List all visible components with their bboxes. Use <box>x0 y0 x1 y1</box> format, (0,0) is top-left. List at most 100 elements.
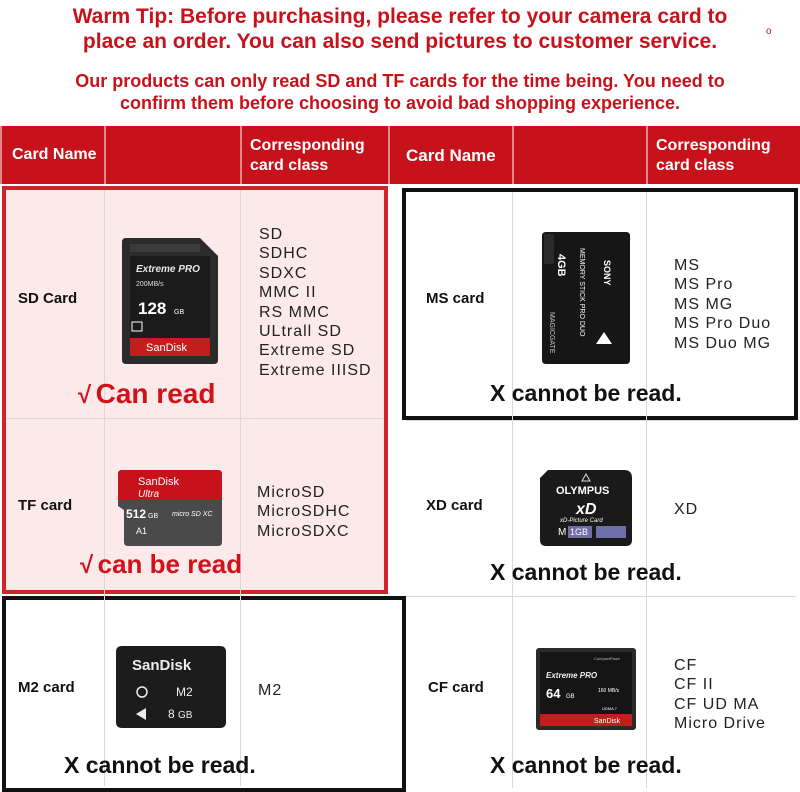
tf-card-classes: MicroSD MicroSDHC MicroSDXC <box>257 483 350 541</box>
cf-card-speed: 160 MB/s <box>598 688 620 694</box>
class-item: MS MG <box>674 295 734 313</box>
sd-status-text: Can read <box>95 378 216 409</box>
grid-line <box>406 596 796 597</box>
decorative-dot: o <box>766 26 772 37</box>
cf-card-classes: CF CF II CF UD MA Micro Drive <box>674 656 766 734</box>
class-item: MicroSD <box>257 484 326 501</box>
class-item: M2 <box>258 682 283 699</box>
class-item: CF II <box>674 676 714 694</box>
class-item: RS MMC <box>259 303 330 321</box>
xd-card-brand: OLYMPUS <box>556 485 609 497</box>
xd-status: X cannot be read. <box>490 559 682 585</box>
tf-card-image: SanDisk Ultra 512 GB micro SD XC A1 <box>118 470 222 546</box>
class-item: MicroSDXC <box>257 522 350 540</box>
class-item: CF UD MA <box>674 695 760 713</box>
class-item: SD <box>259 226 284 243</box>
sd-card-classes: SD SDHC SDXC MMC II RS MMC ULtrall SD Ex… <box>259 225 372 380</box>
ms-card-classes: MS MS Pro MS MG MS Pro Duo MS Duo MG <box>674 256 771 353</box>
header-image-left <box>104 126 240 184</box>
class-item: CF <box>674 657 698 674</box>
xd-card-classes: XD <box>674 500 698 519</box>
ms-status: X cannot be read. <box>490 380 682 406</box>
grid-line <box>406 420 796 421</box>
xd-card-type: xD-Picture Card <box>559 518 603 524</box>
ms-card-capacity: 4GB <box>555 254 567 277</box>
xd-card-name: XD card <box>426 497 483 514</box>
ms-card-type: MEMORY STICK PRO DUO <box>578 248 585 337</box>
grid-line <box>512 192 513 788</box>
tf-status-text: can be read <box>97 549 243 579</box>
header-image-right <box>512 126 646 184</box>
class-item: MS Pro Duo <box>674 315 772 333</box>
class-item: MS <box>674 257 700 274</box>
grid-line <box>6 418 384 419</box>
m2-card-type: M2 <box>176 685 193 699</box>
cf-card-line: Extreme PRO <box>546 671 598 680</box>
ms-card-brand: SONY <box>602 260 612 286</box>
cf-card-image: CompactFlash Extreme PRO 64 GB 160 MB/s … <box>536 648 636 730</box>
class-item: ULtrall SD <box>259 323 342 341</box>
header-card-name-left: Card Name <box>0 126 104 184</box>
ms-box <box>402 188 798 420</box>
class-item: Extreme IIISD <box>259 361 372 379</box>
grid-line <box>646 192 647 788</box>
class-item: Extreme SD <box>259 342 356 360</box>
class-item: XD <box>674 501 699 518</box>
grid-line <box>104 190 105 786</box>
tf-card-logo: micro SD XC <box>172 511 213 518</box>
arrow-left-icon <box>136 708 146 720</box>
check-icon: √ <box>80 552 94 579</box>
memory-stick-logo-icon <box>136 686 148 698</box>
sd-card-brand: SanDisk <box>146 342 187 354</box>
m2-card-brand: SanDisk <box>132 657 192 674</box>
sd-card-speed: 200MB/s <box>136 281 164 288</box>
triangle-icon <box>581 472 591 482</box>
cf-card-flash: CompactFlash <box>594 656 620 661</box>
sd-card-image: Extreme PRO 200MB/s 128 GB SanDisk <box>122 238 218 364</box>
tf-card-line: Ultra <box>138 489 160 500</box>
xd-card-model: M <box>558 527 566 538</box>
class-item: SDXC <box>259 264 308 282</box>
ms-card-name: MS card <box>426 290 485 307</box>
sd-card-line: Extreme PRO <box>136 264 200 275</box>
tf-status: √ can be read <box>80 549 242 580</box>
class-item: MS Duo MG <box>674 334 772 352</box>
grid-line <box>240 190 241 786</box>
cf-card-name: CF card <box>428 679 484 696</box>
xd-card-capacity: 1GB <box>570 527 588 537</box>
class-item: SDHC <box>259 245 309 263</box>
tf-card-unit: GB <box>148 513 158 520</box>
class-item: MicroSDHC <box>257 503 351 521</box>
read-notice-line-2: confirm them before choosing to avoid ba… <box>119 93 681 113</box>
class-item: MS Pro <box>674 276 734 294</box>
warm-tip-line-2: place an order. You can also send pictur… <box>82 30 718 53</box>
tf-card-class: A1 <box>136 526 147 536</box>
xd-card-image: OLYMPUS xD xD-Picture Card M 1GB <box>540 470 632 546</box>
read-notice: Our products can only read SD and TF car… <box>0 70 800 114</box>
cf-card-brand: SanDisk <box>594 718 621 725</box>
m2-status: X cannot be read. <box>64 752 256 778</box>
tf-card-capacity: 512 <box>126 507 146 521</box>
sd-card-name: SD Card <box>18 290 78 307</box>
m2-card-classes: M2 <box>258 681 282 700</box>
warm-tip-line-1: Warm Tip: Before purchasing, please refe… <box>72 5 728 28</box>
check-icon: √ <box>78 382 92 409</box>
ms-card-image: 4GB MEMORY STICK PRO DUO SONY MAGICGATE <box>542 232 630 364</box>
cf-card-udma: UDMA 7 <box>602 706 618 711</box>
cf-status: X cannot be read. <box>490 752 682 778</box>
class-item: Micro Drive <box>674 715 766 733</box>
tf-card-name: TF card <box>18 497 73 514</box>
magicgate-icon <box>596 332 612 344</box>
m2-card-capacity: 8 <box>168 707 175 721</box>
m2-card-unit: GB <box>178 710 193 721</box>
m2-card-image: SanDisk M2 8 GB <box>116 646 226 728</box>
warm-tip: Warm Tip: Before purchasing, please refe… <box>0 4 800 54</box>
sd-status: √ Can read <box>78 378 215 410</box>
class-item: MMC II <box>259 284 317 302</box>
ms-card-gate: MAGICGATE <box>548 312 555 354</box>
m2-card-name: M2 card <box>18 679 75 696</box>
read-notice-line-1: Our products can only read SD and TF car… <box>75 71 725 91</box>
header-card-name-right: Card Name <box>388 126 512 184</box>
